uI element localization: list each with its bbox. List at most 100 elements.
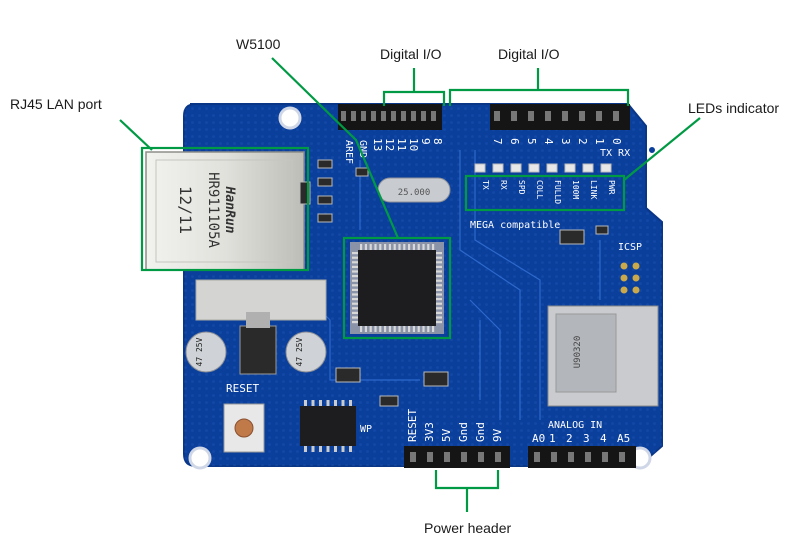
chip-pin [352, 311, 358, 314]
digital-pin-label: 3 [559, 138, 572, 145]
header-pin [478, 452, 484, 462]
chip-pin [436, 321, 442, 324]
chip-pin [352, 256, 358, 259]
header-pin [444, 452, 450, 462]
analog-pin-label: 4 [600, 432, 607, 445]
chip-pin [352, 261, 358, 264]
header-pin [545, 111, 551, 121]
digital-pin-label: 5 [525, 138, 538, 145]
chip-pin [388, 326, 391, 332]
chip-pin [427, 244, 430, 250]
icsp-pin [632, 262, 640, 270]
voltage-regulator [239, 312, 277, 375]
logic-pin [311, 400, 315, 406]
analog-pin-label: A5 [617, 432, 630, 445]
header-pin [431, 111, 436, 121]
small-components [299, 159, 609, 407]
chip-pin [352, 279, 358, 282]
led [564, 163, 576, 173]
chip-pin [412, 326, 415, 332]
logic-pin [326, 446, 330, 452]
chip-pin [432, 244, 435, 250]
led [546, 163, 558, 173]
reset-label: RESET [226, 382, 259, 395]
header-pin [361, 111, 366, 121]
leds-leader-line [623, 117, 701, 181]
bottom-header-pins [410, 452, 625, 462]
digital-pin-label: 0 [610, 138, 623, 145]
led-label: RX [499, 180, 508, 190]
chip-pin [352, 265, 358, 268]
chip-pin [374, 326, 377, 332]
chip-pin [379, 244, 382, 250]
analog-pin-label: 1 [549, 432, 556, 445]
analog-pin-label: A0 [532, 432, 545, 445]
logic-chip-pins [304, 400, 352, 452]
w5100-leader-line [271, 57, 400, 239]
logic-pin [341, 400, 345, 406]
power-pin-label: Gnd [457, 422, 470, 442]
header-pin [381, 111, 386, 121]
led [510, 163, 522, 173]
chip-pin [352, 270, 358, 273]
led-label: SPD [517, 180, 526, 195]
logic-pin [341, 446, 345, 452]
chip-pins [352, 244, 442, 332]
header-pin [579, 111, 585, 121]
jack-model-text: HR911105A [205, 172, 221, 248]
cap-right-text: 47 25V [295, 337, 304, 366]
power-pin-label: 5V [440, 428, 453, 442]
chip-pin [436, 279, 442, 282]
logic-pin [334, 400, 337, 406]
chip-pin [352, 316, 358, 319]
chip-pin [436, 261, 442, 264]
chip-pin [364, 244, 367, 250]
header-pin [562, 111, 568, 121]
reset-button [223, 403, 265, 453]
chip-pin [393, 326, 396, 332]
logic-pin [326, 400, 330, 406]
icsp-pin [632, 286, 640, 294]
analog-pin-label: 2 [566, 432, 573, 445]
chip-pin [352, 321, 358, 324]
icsp-label: ICSP [618, 242, 642, 253]
w5100-callout-label: W5100 [236, 36, 281, 52]
chip-pin [352, 302, 358, 305]
header-pin [534, 452, 540, 462]
header-pin [410, 452, 416, 462]
header-pin [602, 452, 608, 462]
rj45-callout-label: RJ45 LAN port [10, 96, 102, 112]
chip-pin [352, 284, 358, 287]
led [582, 163, 594, 173]
icsp-pins [620, 262, 640, 294]
header-pin [341, 111, 346, 121]
led-label: 100M [571, 180, 580, 199]
chip-pin [352, 307, 358, 310]
led-label: COLL [535, 180, 544, 199]
header-pins [341, 111, 619, 121]
chip-pin [352, 298, 358, 301]
aref-label: AREF [343, 140, 354, 164]
chip-pin [436, 265, 442, 268]
chip-pin [436, 307, 442, 310]
chip-pin [436, 252, 442, 255]
digital-io-right-callout-label: Digital I/O [498, 46, 560, 62]
icsp-pin [620, 286, 628, 294]
chip-pin [412, 244, 415, 250]
icsp-pin [620, 274, 628, 282]
logic-pin [319, 400, 322, 406]
mounting-holes [188, 106, 657, 470]
power-bracket [434, 470, 500, 490]
analog-pin-label: 3 [583, 432, 590, 445]
logic-pin [349, 400, 352, 406]
capacitor-left: 47 25V [185, 331, 227, 373]
header-pin [421, 111, 426, 121]
header-pin [613, 111, 619, 121]
chip-pin [432, 326, 435, 332]
led-label: TX [481, 180, 490, 190]
digital-pin-label: 2 [576, 138, 589, 145]
power-pin-label: Gnd [474, 422, 487, 442]
